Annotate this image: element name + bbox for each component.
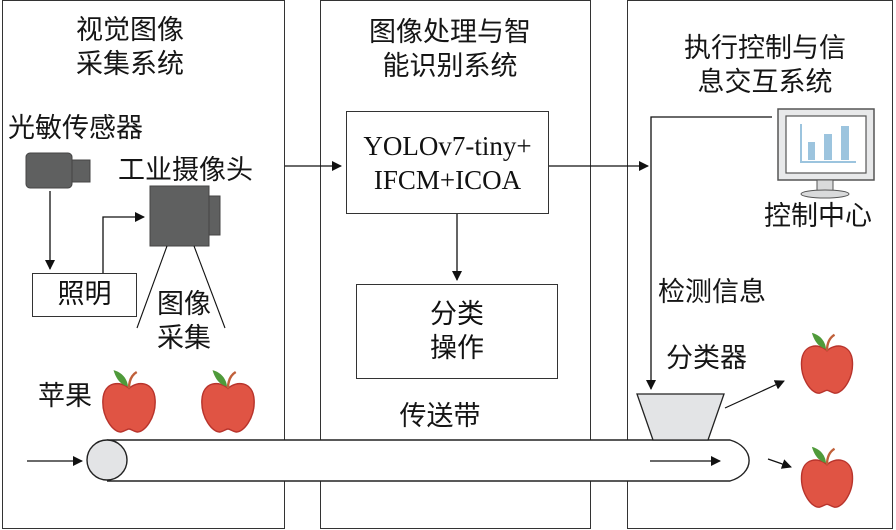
lighting-box: 照明 (32, 273, 137, 317)
panel-acquisition-title: 视觉图像 采集系统 (76, 15, 184, 80)
conveyor-label: 传送带 (399, 401, 481, 432)
image-capture-label: 图像 采集 (157, 289, 211, 354)
sort-operation-box: 分类 操作 (356, 284, 558, 379)
control-center-label: 控制中心 (764, 201, 872, 232)
model-box: YOLOv7-tiny+ IFCM+ICOA (346, 111, 549, 214)
panel-processing-title: 图像处理与智 能识别系统 (369, 17, 531, 82)
sorter-label: 分类器 (666, 343, 747, 374)
detection-info-label: 检测信息 (658, 277, 766, 308)
panel-execution-title: 执行控制与信 息交互系统 (684, 33, 846, 98)
apple-label: 苹果 (38, 381, 92, 412)
industrial-camera-label: 工业摄像头 (118, 155, 253, 186)
light-sensor-label: 光敏传感器 (8, 113, 143, 144)
